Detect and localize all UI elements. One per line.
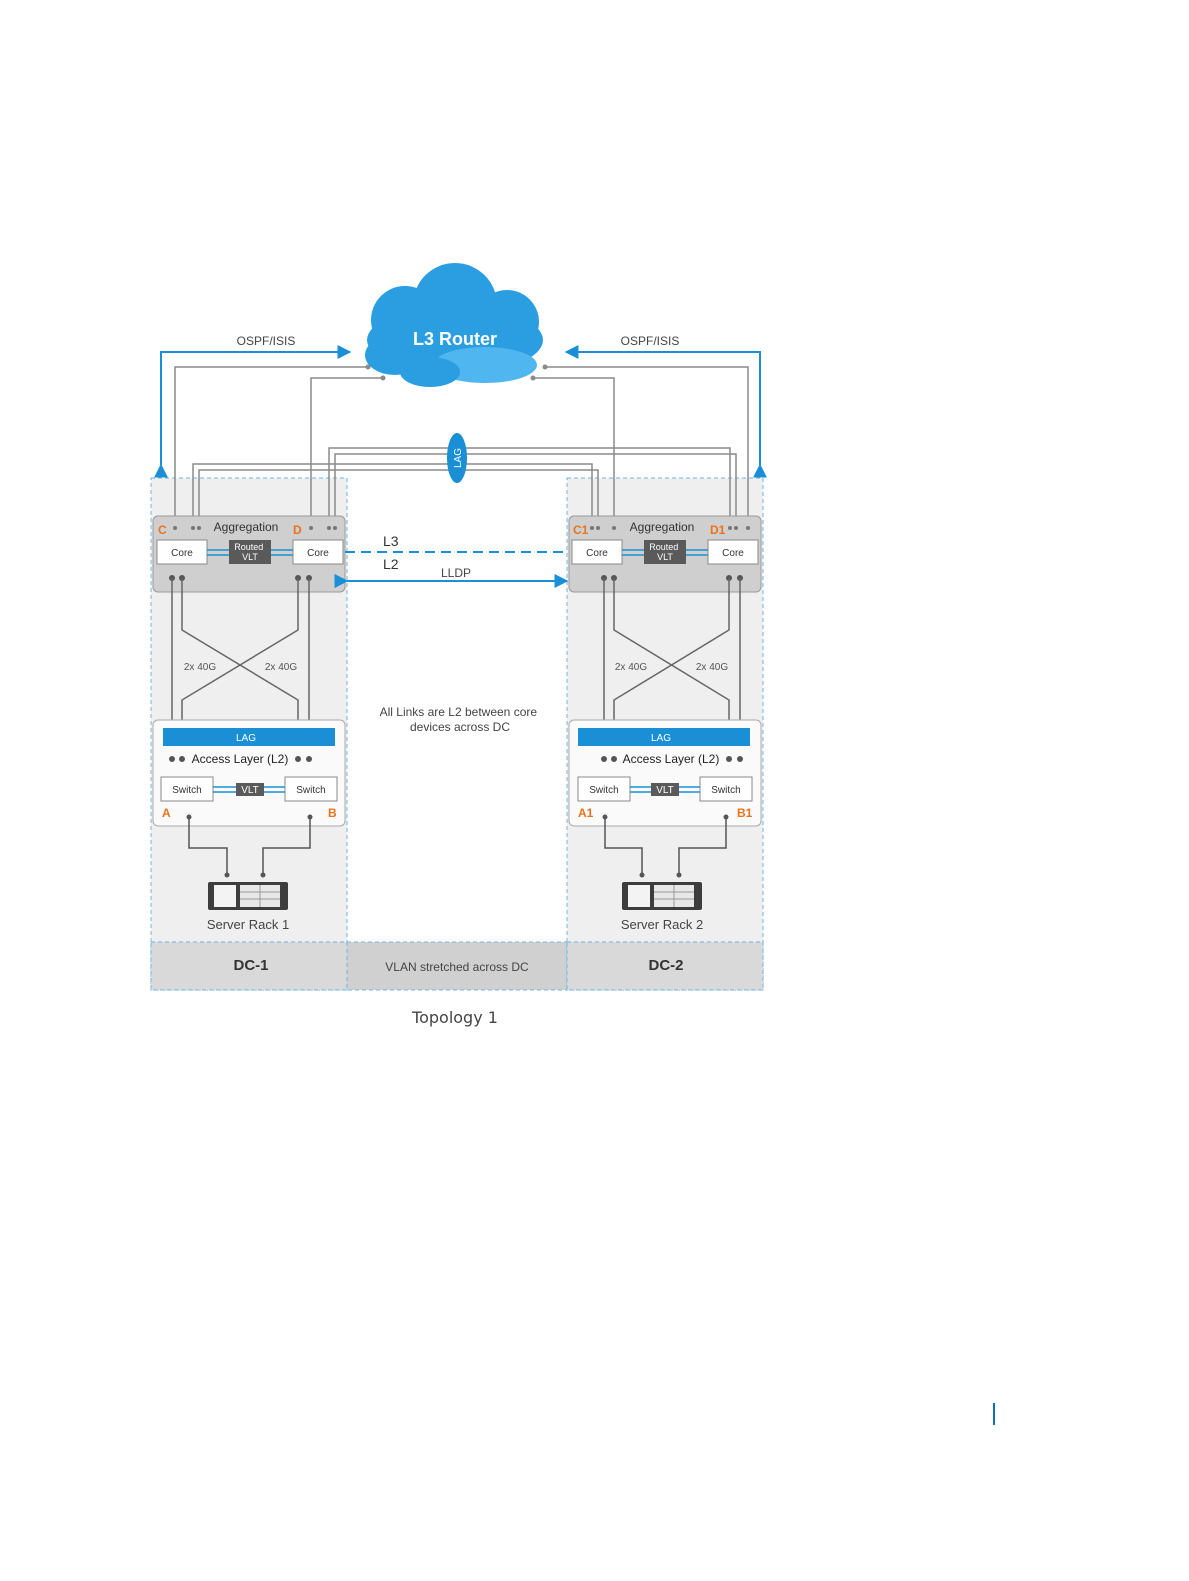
dc2-tag-switch-left: A1 bbox=[578, 806, 594, 820]
dc1-vlt-badge bbox=[236, 783, 264, 796]
dc2-footer bbox=[566, 941, 764, 991]
dc1-lag-bar bbox=[163, 728, 335, 746]
dc1-switch-right bbox=[284, 776, 338, 802]
dc2-routed-vlt-line: Routed bbox=[649, 542, 678, 552]
dc2-core-right bbox=[707, 539, 759, 565]
dc2-switch-left bbox=[577, 776, 631, 802]
dc2-core-right-label: Core bbox=[722, 548, 744, 559]
inter-dc-lag-links bbox=[192, 447, 737, 528]
dc2-uplink-label-bg-r bbox=[694, 659, 730, 673]
vlan-band-label: VLAN stretched across DC bbox=[385, 960, 529, 974]
dc2-switch-right-label: Switch bbox=[711, 785, 740, 796]
dc1-core-right-label: Core bbox=[307, 548, 329, 559]
dc2-core-left bbox=[571, 539, 623, 565]
dc1-footer bbox=[150, 941, 348, 991]
dc2-tag-switch-right: B1 bbox=[737, 806, 753, 820]
dc2-lag-label: LAG bbox=[651, 733, 671, 744]
dc1-switch-left-label: Switch bbox=[172, 785, 201, 796]
dc1-rack-link-dots bbox=[186, 814, 313, 878]
dc1-routed-vlt-badge bbox=[229, 540, 271, 564]
dc2-rack-link-dots bbox=[602, 814, 729, 878]
dc1-routed-vlt-line: Routed bbox=[234, 542, 263, 552]
dc2-vlt-badge bbox=[651, 783, 679, 796]
dc1-routed-vlt-line-2: VLT bbox=[242, 552, 258, 562]
dc1-switch-right-label: Switch bbox=[296, 785, 325, 796]
dc2-routed-vlt-badge bbox=[644, 540, 686, 564]
dc1-core-left-label: Core bbox=[171, 548, 193, 559]
l3-label: L3 bbox=[383, 533, 399, 549]
dc1-aggregation-label: Aggregation bbox=[214, 520, 279, 534]
dc2-uplink-left-label: 2x 40G bbox=[615, 662, 647, 673]
dc2-uplinks bbox=[603, 578, 741, 730]
l2-note-text: All Links are L2 between core bbox=[380, 705, 538, 719]
dc1-tag-switch-right: B bbox=[328, 806, 337, 820]
dc1-rack-links bbox=[188, 817, 311, 875]
figure-caption: Topology 1 bbox=[412, 1008, 498, 1027]
dc1-vlt-label: VLT bbox=[241, 785, 259, 796]
dc2-uplink-right-label: 2x 40G bbox=[696, 662, 728, 673]
lag-top-label: LAG bbox=[453, 448, 464, 468]
router-link-dots bbox=[365, 364, 548, 381]
dc2-server-rack-icon bbox=[622, 882, 702, 910]
dc2-aggregation-label: Aggregation bbox=[630, 520, 695, 534]
dc1-lag-label: LAG bbox=[236, 733, 256, 744]
dc2-agg-top-dots bbox=[590, 526, 750, 530]
dc2-access-label: Access Layer (L2) bbox=[623, 752, 720, 766]
lldp-label: LLDP bbox=[441, 566, 471, 580]
lag-top-ellipse bbox=[447, 433, 467, 483]
vlan-band bbox=[346, 941, 568, 991]
dc1-rack-label: Server Rack 1 bbox=[207, 917, 289, 932]
ospf-label-right: OSPF/ISIS bbox=[621, 334, 680, 348]
dc2-access-dots bbox=[601, 756, 743, 762]
ospf-arrow-left bbox=[154, 345, 352, 478]
l2-note: All Links are L2 between core devices ac… bbox=[380, 705, 541, 734]
dc2-routed-vlt-line-2: VLT bbox=[657, 552, 673, 562]
dc1-routed-vlt-label: Routed VLT bbox=[234, 542, 266, 562]
dc2-switch-right bbox=[699, 776, 753, 802]
dc2-tag-core-left: C1 bbox=[573, 523, 589, 537]
dc2-routed-vlt-label: Routed VLT bbox=[649, 542, 681, 562]
dc2-name-label: DC-2 bbox=[648, 957, 683, 974]
dc1-name-label: DC-1 bbox=[233, 957, 268, 974]
dc1-switch-left bbox=[160, 776, 214, 802]
dc1-access-label: Access Layer (L2) bbox=[192, 752, 289, 766]
dc1-tag-core-right: D bbox=[293, 523, 302, 537]
dc1-uplinks bbox=[171, 578, 310, 730]
router-cloud bbox=[365, 263, 543, 387]
dc1-uplink-label-bg-r bbox=[262, 659, 298, 673]
dc2-tag-core-right: D1 bbox=[710, 523, 726, 537]
l2-label: L2 bbox=[383, 556, 399, 572]
dc1-agg-top-dots bbox=[173, 526, 337, 530]
dc2-rack-links bbox=[604, 817, 727, 875]
dc2-core-left-label: Core bbox=[586, 548, 608, 559]
l2-note-text-2: devices across DC bbox=[410, 720, 510, 734]
dc1-tag-core-left: C bbox=[158, 523, 167, 537]
dc1-tag-switch-left: A bbox=[162, 806, 171, 820]
dc1-core-left bbox=[156, 539, 208, 565]
dc2-lag-bar bbox=[578, 728, 750, 746]
dc1-core-right bbox=[292, 539, 344, 565]
dc2-switch-left-label: Switch bbox=[589, 785, 618, 796]
dc2-uplink-label-bg-l bbox=[613, 659, 649, 673]
page-marker bbox=[993, 1403, 995, 1425]
dc1-server-rack-icon bbox=[208, 882, 288, 910]
ospf-arrow-right bbox=[564, 345, 767, 478]
dc1-access-dots bbox=[169, 756, 312, 762]
router-label: L3 Router bbox=[413, 329, 497, 349]
router-links bbox=[174, 366, 749, 528]
dc2-rack-label: Server Rack 2 bbox=[621, 917, 703, 932]
ospf-label-left: OSPF/ISIS bbox=[237, 334, 296, 348]
dc1-uplink-left-label: 2x 40G bbox=[184, 662, 216, 673]
dc1-uplink-right-label: 2x 40G bbox=[265, 662, 297, 673]
dc1-uplink-label-bg-l bbox=[182, 659, 218, 673]
dc2-vlt-label: VLT bbox=[656, 785, 674, 796]
